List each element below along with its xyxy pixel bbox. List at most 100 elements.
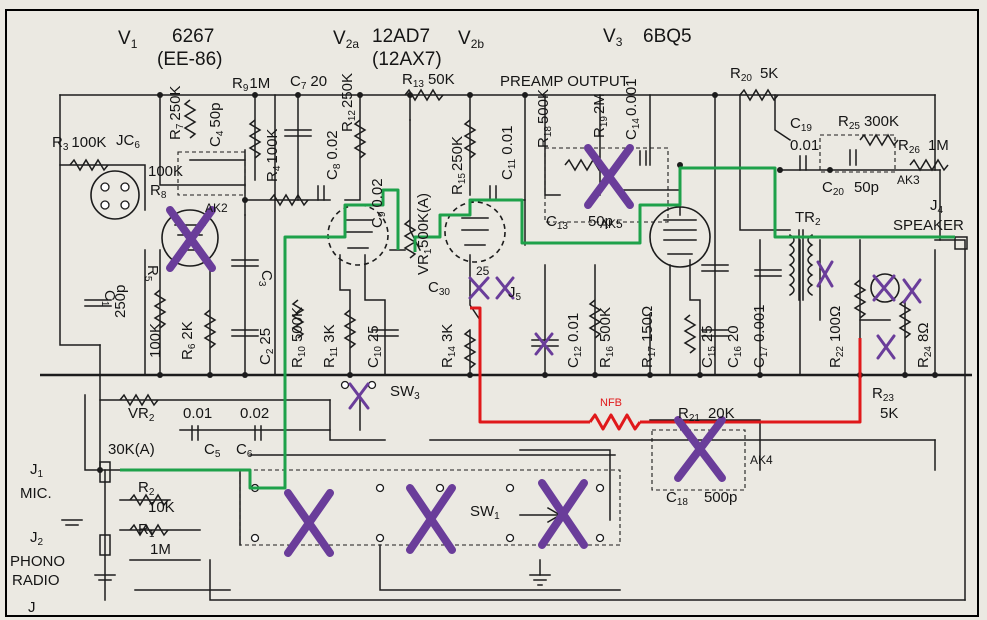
label-c9: C90.02 — [369, 178, 388, 228]
page-border — [5, 9, 979, 617]
label-v1: V1 — [118, 28, 138, 51]
label-r8: R8 — [150, 182, 167, 201]
label-r5: R5 — [142, 265, 161, 282]
signal-path-green — [120, 166, 955, 490]
label-c14: C140.001 — [623, 78, 642, 140]
label-c3: C3 — [256, 270, 275, 287]
label-j2: J2 — [30, 529, 44, 548]
label-v2a: V2a — [333, 28, 359, 51]
component-labels: V1 6267 (EE-86) V2a 12AD7 V2b (12AX7) V3… — [10, 26, 964, 616]
label-c15: C1525 — [699, 325, 718, 368]
removed-mark-r24 — [902, 278, 922, 304]
removed-mark-tr2 — [816, 260, 834, 288]
label-cut-j: J — [28, 599, 36, 616]
label-c5-val: 0.01 — [183, 405, 212, 422]
label-c11: C110.01 — [499, 126, 518, 180]
label-c17: C170.001 — [751, 304, 770, 368]
label-r14: R143K — [439, 324, 458, 368]
label-jc6: JC6 — [116, 132, 140, 151]
label-r24: R248Ω — [915, 322, 934, 368]
label-r8-val: 100K — [148, 163, 183, 180]
output-transformer — [788, 229, 814, 301]
label-r15: R15250K — [449, 136, 468, 195]
label-j5: J5 — [508, 284, 522, 303]
removed-mark-r19 — [584, 144, 634, 209]
label-radio: RADIO — [12, 572, 60, 589]
label-r1-val: 1M — [150, 541, 171, 558]
label-ak3: AK3 — [897, 173, 920, 187]
removed-mark-c12 — [534, 332, 554, 356]
label-j1: J1 — [30, 461, 44, 480]
label-c2: C225 — [257, 328, 276, 365]
removed-component-marks — [166, 144, 922, 557]
removed-mark-sw1-b — [406, 484, 456, 554]
removed-mark-sw1-c — [538, 479, 588, 549]
label-r16: R16500K — [597, 307, 616, 368]
label-r5-val: 100K — [147, 323, 164, 358]
label-tr2: TR2 — [795, 209, 821, 228]
label-preamp-output: PREAMP OUTPUT — [500, 73, 629, 90]
nfb-resistor — [588, 413, 642, 431]
label-mic: MIC. — [20, 485, 52, 502]
v2a-tube — [327, 204, 389, 266]
removed-mark-r23 — [876, 334, 896, 360]
removed-mark-v1 — [166, 206, 216, 272]
wiring — [40, 94, 972, 601]
label-v2-type: 12AD7 — [372, 26, 430, 47]
v3-tube — [649, 206, 711, 268]
label-nfb: NFB — [600, 397, 622, 409]
removed-mark-c30 — [468, 276, 490, 300]
label-r12: R12250K — [339, 73, 358, 132]
label-vr1-val: 500K(A) — [415, 193, 432, 248]
removed-mark-j5 — [495, 276, 515, 300]
removed-mark-r21 — [674, 416, 726, 482]
label-ak5: AK5 — [600, 217, 623, 231]
label-v2b: V2b — [458, 28, 484, 51]
v2b-tube — [444, 201, 506, 263]
nfb-path-red — [470, 306, 862, 424]
label-v2-alt: (12AX7) — [372, 49, 442, 70]
label-vr1: VR1 — [415, 248, 434, 275]
label-c6: C6 — [236, 441, 253, 460]
label-speaker: SPEAKER — [893, 217, 964, 234]
label-c5: C5 — [204, 441, 221, 460]
label-c4: C450p — [207, 103, 226, 147]
label-v1-alt: (EE-86) — [157, 49, 222, 70]
label-c19: C19 — [790, 115, 812, 134]
label-r2: R2 — [138, 479, 155, 498]
label-r7: R7250K — [167, 86, 186, 140]
label-r23-val: 5K — [880, 405, 898, 422]
pilot-lamp — [870, 273, 900, 303]
label-c6-val: 0.02 — [240, 405, 269, 422]
removed-mark-sw3 — [348, 382, 370, 410]
resistors — [69, 88, 949, 537]
label-c8: C80.02 — [324, 130, 343, 180]
label-r22: R22100Ω — [827, 306, 846, 368]
label-sw3: SW3 — [390, 383, 420, 402]
label-r10: R10500K — [289, 307, 308, 368]
label-r2-val: 10K — [148, 499, 175, 516]
label-sw1: SW1 — [470, 503, 500, 522]
label-r11: R113K — [321, 324, 340, 368]
label-r9: R91M — [232, 75, 270, 94]
label-c30-val: 25 — [476, 264, 490, 278]
label-ak4: AK4 — [750, 453, 773, 467]
label-r23: R23 — [872, 385, 894, 404]
v1-tube — [161, 209, 219, 267]
label-v3: V3 — [603, 26, 623, 49]
label-c19-val: 0.01 — [790, 137, 819, 154]
label-v1-type: 6267 — [172, 26, 214, 47]
jc6-jack — [90, 170, 140, 220]
subassembly-boxes — [177, 134, 896, 491]
label-c1-val: 250p — [112, 285, 129, 318]
